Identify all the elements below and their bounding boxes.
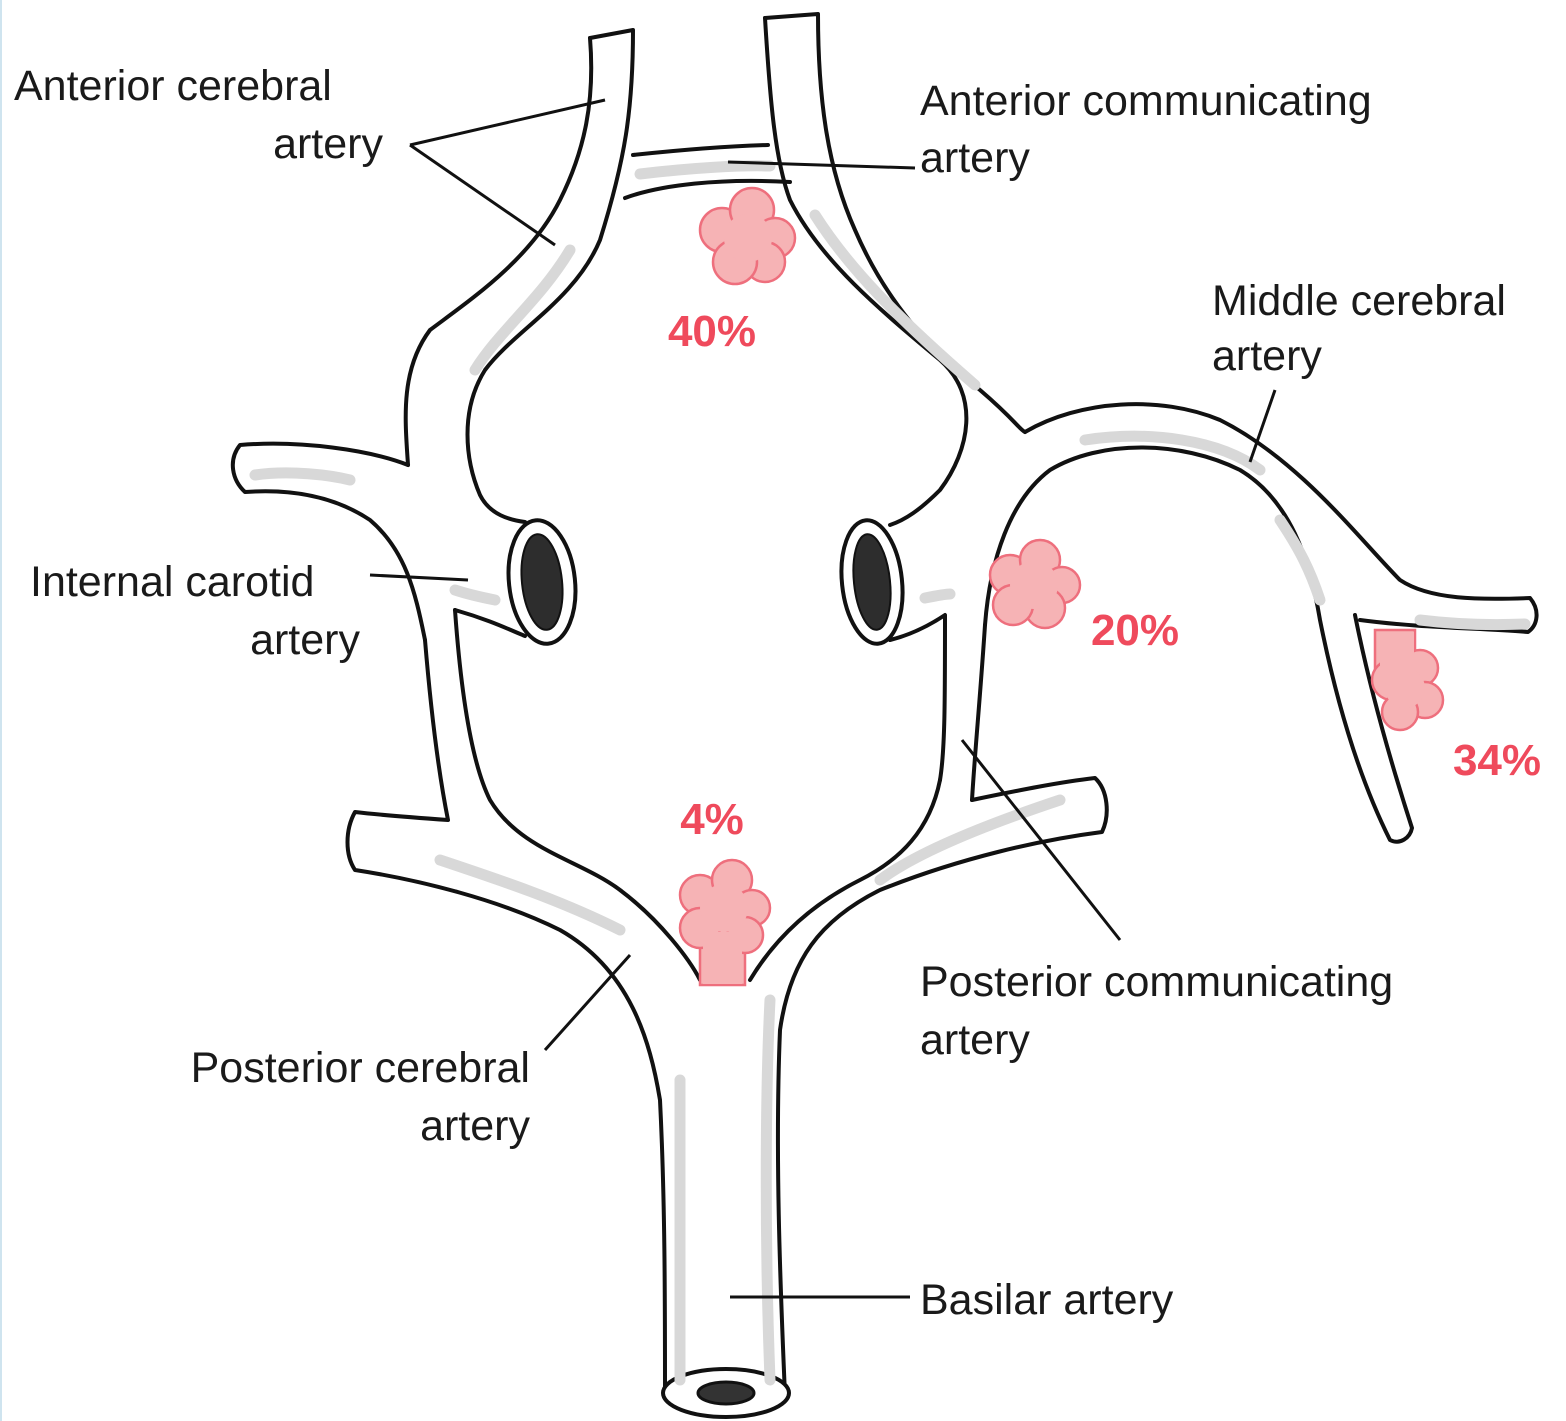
left-posterior-cerebral-outer (348, 640, 666, 1395)
leader-aca-upper (410, 100, 605, 145)
label-basilar-artery: Basilar artery (920, 1276, 1174, 1324)
middle-cerebral-artery-lower (985, 448, 1412, 842)
aneurysm-middle-cerebral (1372, 630, 1443, 730)
shade-left-branch (255, 473, 350, 480)
label-anterior-communicating-line1: Anterior communicating (920, 77, 1372, 125)
vessel-shading (255, 166, 1525, 1380)
label-anterior-cerebral-line2: artery (273, 120, 383, 168)
percent-middle-cerebral: 34% (1453, 736, 1541, 785)
shade-acom (640, 166, 770, 174)
label-middle-cerebral-line2: artery (1212, 332, 1322, 380)
label-posterior-cerebral-line2: artery (420, 1102, 530, 1150)
label-internal-carotid-line1: Internal carotid (30, 558, 314, 606)
leader-pca (545, 955, 630, 1050)
leader-aca-lower (410, 145, 555, 245)
basilar-artery-opening (698, 1382, 754, 1404)
label-anterior-communicating-line2: artery (920, 134, 1030, 182)
percent-basilar-tip: 4% (680, 795, 744, 844)
label-posterior-communicating-line2: artery (920, 1016, 1030, 1064)
shade-basilar-right (766, 1000, 770, 1380)
anterior-communicating-artery (633, 145, 768, 155)
shade-left-ica (455, 590, 495, 600)
aneurysm-percentages: 40% 20% 34% 4% (668, 307, 1541, 844)
aneurysm-anterior-communicating (700, 188, 795, 284)
label-anterior-cerebral-line1: Anterior cerebral (14, 62, 332, 110)
label-posterior-cerebral-line1: Posterior cerebral (191, 1044, 530, 1092)
label-internal-carotid-line2: artery (250, 616, 360, 664)
leader-ica (370, 575, 468, 580)
shade-right-pca (880, 800, 1060, 880)
leader-pcom (962, 740, 1120, 940)
label-posterior-communicating-line1: Posterior communicating (920, 958, 1393, 1006)
posterior-communicating-artery (972, 625, 985, 800)
percent-anterior-communicating: 40% (668, 307, 756, 356)
shade-mca-tip (1420, 620, 1525, 625)
label-middle-cerebral-line1: Middle cerebral (1212, 277, 1506, 325)
right-carotid-lower (890, 615, 945, 780)
percent-posterior-communicating: 20% (1091, 606, 1179, 655)
shade-left-aca (475, 250, 570, 370)
left-posterior-cerebral-inner (455, 610, 700, 980)
shade-mca-2 (1280, 520, 1320, 600)
aneurysm-posterior-communicating (990, 540, 1080, 628)
vessel-network (233, 14, 1537, 1417)
shade-right-ica (925, 594, 950, 598)
